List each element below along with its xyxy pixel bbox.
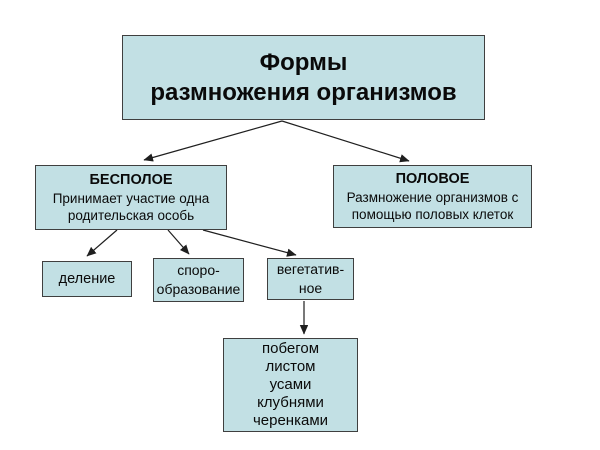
connector-asexual-to-division xyxy=(86,229,118,257)
sexual-heading: ПОЛОВОЕ xyxy=(395,171,470,187)
title-line: Формы xyxy=(259,48,348,76)
sporulation-node: споро- образование xyxy=(153,258,244,302)
vegetative-node: вегетатив- ное xyxy=(267,258,354,300)
connector-title-to-sexual xyxy=(281,120,410,163)
connector-asexual-to-vegetative xyxy=(202,229,297,257)
connector-title-to-asexual xyxy=(143,120,283,162)
title-line: размножения организмов xyxy=(150,78,457,106)
connector-asexual-to-sporulation xyxy=(167,229,190,255)
vegetative-label-line: вегетатив- xyxy=(276,261,345,277)
asexual-heading: БЕСПОЛОЕ xyxy=(89,172,173,188)
sexual-node: ПОЛОВОЕ Размножение организмов с помощью… xyxy=(333,165,532,228)
asexual-description-line: Принимает участие одна xyxy=(52,191,210,206)
asexual-node: БЕСПОЛОЕ Принимает участие одна родитель… xyxy=(35,165,227,230)
vegetative-label-line: ное xyxy=(298,280,323,296)
vegetative-method-item: клубнями xyxy=(257,394,324,411)
sporulation-label-line: образование xyxy=(156,281,241,297)
sexual-description-line: помощью половых клеток xyxy=(351,207,514,222)
division-label: деление xyxy=(58,271,116,287)
division-node: деление xyxy=(42,261,132,297)
title-node: Формы размножения организмов xyxy=(122,35,485,120)
vegetative-method-item: побегом xyxy=(261,340,320,357)
vegetative-method-item: листом xyxy=(265,358,316,375)
sporulation-label-line: споро- xyxy=(177,262,220,278)
asexual-description-line: родительская особь xyxy=(67,208,195,223)
vegetative-method-item: черенками xyxy=(252,412,329,429)
vegetative-methods-node: побегом листом усами клубнями черенками xyxy=(223,338,358,432)
vegetative-method-item: усами xyxy=(269,376,312,393)
sexual-description-line: Размножение организмов с xyxy=(346,190,519,205)
